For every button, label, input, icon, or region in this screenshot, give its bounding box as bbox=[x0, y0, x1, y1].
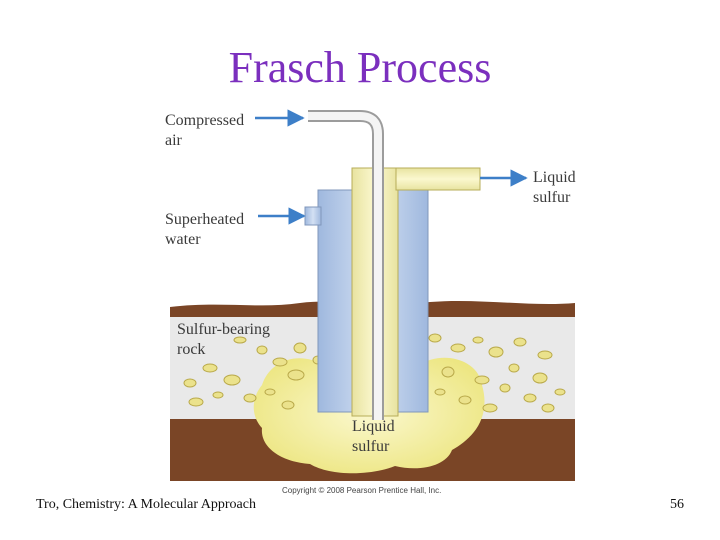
label-compressed-air-line2: air bbox=[165, 132, 183, 149]
label-compressed-air-line1: Compressed bbox=[165, 112, 244, 129]
copyright-notice: Copyright © 2008 Pearson Prentice Hall, … bbox=[282, 486, 441, 495]
label-liquid-sulfur-out-line2: sulfur bbox=[533, 189, 571, 206]
sulfur-nuggets bbox=[183, 333, 566, 413]
label-rock-line1: Sulfur-bearing bbox=[177, 321, 270, 338]
page-number: 56 bbox=[670, 497, 684, 512]
label-rock-line2: rock bbox=[177, 341, 205, 358]
label-liquid-sulfur-pool-line2: sulfur bbox=[352, 438, 390, 455]
label-liquid-sulfur-out-line1: Liquid bbox=[533, 169, 576, 186]
label-superheated-water-line1: Superheated bbox=[165, 211, 244, 228]
label-liquid-sulfur-pool-line1: Liquid bbox=[352, 418, 395, 435]
label-superheated-water-line2: water bbox=[165, 231, 201, 248]
footer-source: Tro, Chemistry: A Molecular Approach bbox=[36, 497, 256, 512]
slide-title: Frasch Process bbox=[228, 43, 492, 92]
